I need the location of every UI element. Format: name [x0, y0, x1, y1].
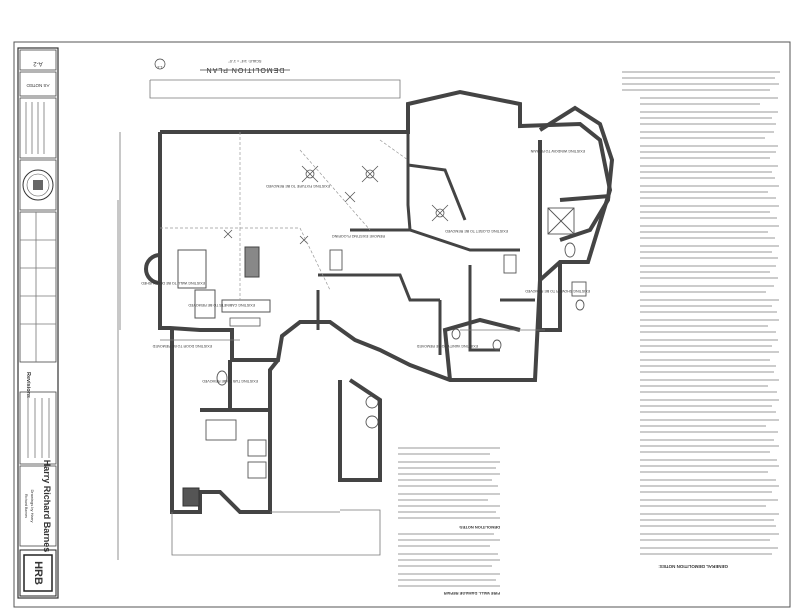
lower-wing-wall [170, 330, 280, 514]
ceiling-fixtures [223, 165, 449, 245]
north-marker: 1-4 [157, 65, 162, 69]
revisions-label: Revisions [25, 372, 31, 398]
bay-window [538, 105, 615, 242]
room-label-5: REMOVE EXISTING FLOORING [332, 234, 385, 238]
room-label-6: EXISTING WINDOW TO REMAIN [530, 149, 585, 153]
room-label-10: EXISTING SHOWER TO BE REMOVED [525, 289, 590, 293]
drawing-scale: SCALE: 1/4" = 1'-0" [228, 59, 262, 63]
fire-wall-notes-heading: FIRE WALL DAMAGE REPAIR [444, 591, 500, 596]
firm-subtitle: Drawings by Harry [30, 490, 35, 523]
bath-fixtures [329, 207, 587, 351]
soffit-lines [160, 132, 409, 300]
general-notes: GENERAL DEMOLITION NOTES: [398, 71, 780, 596]
bay-niche [144, 253, 161, 285]
room-label-8: EXISTING TUB TO BE REMOVED [202, 379, 258, 383]
architect-seal [22, 169, 54, 201]
general-notes-body [622, 71, 780, 555]
firm-contact: Richard Barnes [24, 494, 28, 518]
room-label-1: EXISTING WALL TO BE DEMOLISHED [141, 281, 205, 285]
north-marker-circle [154, 58, 166, 70]
room-label-2: EXISTING DOOR TO BE REMOVED [152, 344, 212, 348]
room-label-9: EXISTING VANITY TO BE REMOVED [416, 344, 478, 348]
interior-walls [316, 132, 535, 355]
firm-logo [23, 554, 53, 592]
firm-name: Harry Richard Barnes [42, 460, 52, 553]
drawing-title-block: DEMOLITION PLAN SCALE: 1/4" = 1'-0" 1-4 [154, 58, 290, 73]
room-label-7: EXISTING CLOSET TO BE REMOVED [445, 229, 508, 233]
title-block: AS NOTED A-2 Revisions [17, 47, 59, 599]
sheet-label: AS NOTED [26, 83, 50, 88]
kitchen-cabinets [177, 246, 271, 327]
firm-monogram: HRB [32, 561, 44, 585]
sheet-number: A-2 [33, 60, 43, 66]
general-notes-heading: GENERAL DEMOLITION NOTES: [658, 564, 728, 569]
sheet-border [13, 41, 791, 608]
demolition-notes-heading: DEMOLITION NOTES: [459, 525, 500, 530]
floor-plan: EXISTING WALL TO BE DEMOLISHED EXISTING … [117, 79, 615, 560]
room-label-4: EXISTING FIXTURE TO BE REMOVED [266, 184, 330, 188]
room-label-3: EXISTING CABINETS TO BE REMOVED [188, 303, 255, 307]
dimension-lines [119, 132, 545, 341]
room-labels: EXISTING WALL TO BE DEMOLISHED EXISTING … [141, 149, 590, 383]
demolition-notes-body [398, 447, 500, 587]
drawing-title: DEMOLITION PLAN [206, 66, 285, 73]
